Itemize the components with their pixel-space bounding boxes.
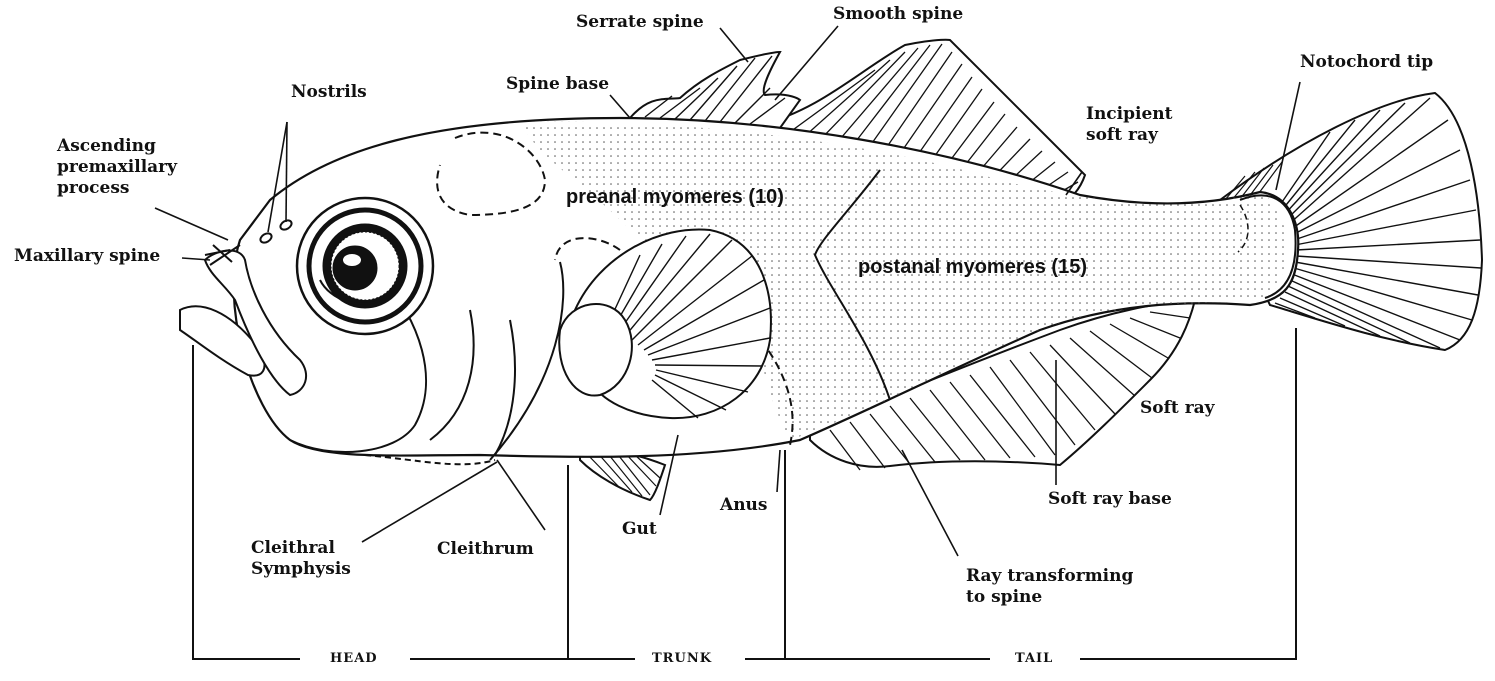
label-cleithrum: Cleithrum [437,539,534,560]
label-soft-ray-base: Soft ray base [1048,489,1172,510]
label-gut: Gut [622,519,657,540]
label-ascending-premaxillary-process: Ascending premaxillary process [57,136,177,199]
region-trunk: TRUNK [652,651,712,666]
label-smooth-spine: Smooth spine [833,4,963,25]
label-ray-transforming-to-spine: Ray transforming to spine [966,566,1133,608]
label-notochord-tip: Notochord tip [1300,52,1433,73]
label-serrate-spine: Serrate spine [576,12,704,33]
region-head: HEAD [330,651,378,666]
label-postanal-myomeres: postanal myomeres (15) [858,256,1087,279]
region-tail: TAIL [1015,651,1053,666]
label-soft-ray: Soft ray [1140,398,1215,419]
label-nostrils: Nostrils [291,82,367,103]
label-preanal-myomeres: preanal myomeres (10) [566,186,784,209]
eye [297,198,433,334]
label-spine-base: Spine base [506,74,609,95]
label-incipient-soft-ray: Incipient soft ray [1086,104,1173,146]
label-anus: Anus [720,495,767,516]
label-cleithral-symphysis: Cleithral Symphysis [251,538,351,580]
label-maxillary-spine: Maxillary spine [14,246,160,267]
spiny-dorsal-fin [630,52,800,128]
